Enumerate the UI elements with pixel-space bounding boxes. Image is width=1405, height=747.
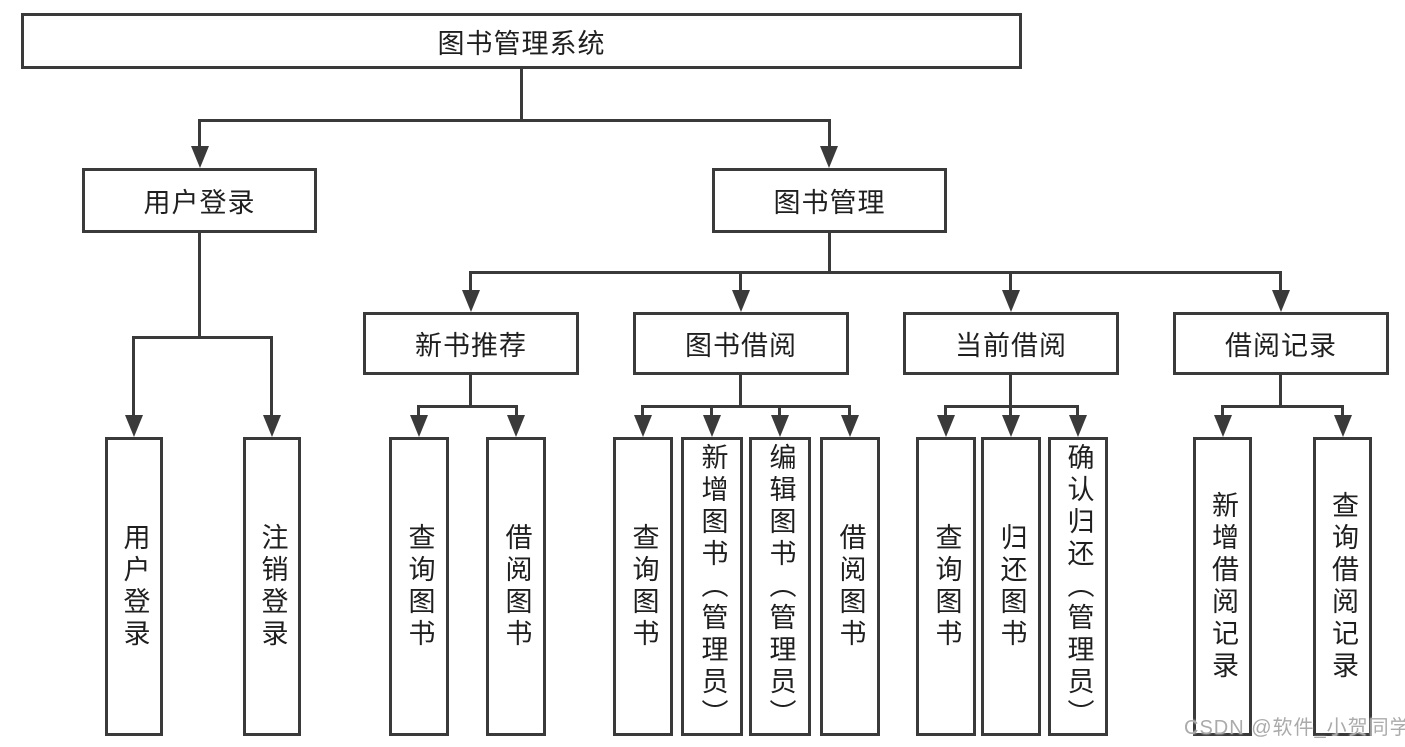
connector-line [1009, 375, 1012, 407]
leaf-label: 确认归还（管理员） [1063, 442, 1094, 731]
arrowhead-down-icon [634, 415, 652, 437]
connector-line [198, 119, 831, 122]
connector-line [417, 405, 518, 408]
arrowhead-down-icon [507, 415, 525, 437]
connector-line [515, 405, 518, 419]
connector-line [198, 119, 201, 149]
leaf-user-login: 用户登录 [105, 437, 163, 736]
connector-line [641, 405, 851, 408]
leaf-label: 用户登录 [119, 522, 150, 651]
connector-line [270, 336, 273, 418]
leaf-label: 新增图书（管理员） [697, 442, 728, 731]
leaf-borrow-books-recommend: 借阅图书 [486, 437, 546, 736]
node-new-book-recommend: 新书推荐 [363, 312, 579, 375]
arrowhead-down-icon [1334, 415, 1352, 437]
connector-line [469, 375, 472, 407]
arrowhead-down-icon [703, 415, 721, 437]
connector-line [1009, 271, 1012, 295]
connector-line [848, 405, 851, 419]
leaf-borrow-books-borrowing: 借阅图书 [820, 437, 880, 736]
arrowhead-down-icon [1214, 415, 1232, 437]
leaf-label: 查询借阅记录 [1328, 490, 1358, 683]
arrowhead-down-icon [410, 415, 428, 437]
leaf-query-borrow-record: 查询借阅记录 [1313, 437, 1372, 736]
connector-line [1076, 405, 1079, 419]
leaf-label: 注销登录 [257, 522, 288, 651]
arrowhead-down-icon [841, 415, 859, 437]
leaf-label: 查询图书 [628, 522, 659, 651]
arrowhead-down-icon [462, 290, 480, 312]
connector-line [198, 233, 201, 338]
leaf-edit-book-admin: 编辑图书（管理员） [749, 437, 811, 736]
connector-line [828, 119, 831, 149]
arrowhead-down-icon [263, 415, 281, 437]
leaf-label: 新增借阅记录 [1208, 490, 1238, 683]
arrowhead-down-icon [732, 290, 750, 312]
node-user-login: 用户登录 [82, 168, 317, 233]
leaf-label: 查询图书 [931, 522, 962, 651]
arrowhead-down-icon [820, 146, 838, 168]
connector-line [1341, 405, 1344, 419]
leaf-label: 归还图书 [996, 522, 1027, 651]
connector-line [132, 336, 135, 418]
connector-line [520, 68, 523, 121]
arrowhead-down-icon [1272, 290, 1290, 312]
connector-line [1009, 405, 1012, 419]
connector-line [944, 405, 947, 419]
connector-line [739, 375, 742, 407]
connector-line [469, 271, 1282, 274]
node-book-borrowing: 图书借阅 [633, 312, 849, 375]
node-book-management: 图书管理 [712, 168, 947, 233]
leaf-label: 借阅图书 [835, 522, 866, 651]
leaf-query-books-borrowing: 查询图书 [613, 437, 673, 736]
node-current-borrowing: 当前借阅 [903, 312, 1119, 375]
arrowhead-down-icon [1002, 415, 1020, 437]
leaf-query-books-recommend: 查询图书 [389, 437, 449, 736]
connector-line [132, 336, 273, 339]
connector-line [1279, 271, 1282, 295]
connector-line [417, 405, 420, 419]
leaf-query-books-current: 查询图书 [916, 437, 976, 736]
leaf-label: 查询图书 [404, 522, 435, 651]
leaf-label: 借阅图书 [501, 522, 532, 651]
connector-line [710, 405, 713, 419]
arrowhead-down-icon [125, 415, 143, 437]
connector-line [469, 271, 472, 295]
connector-line [1279, 375, 1282, 407]
arrowhead-down-icon [191, 146, 209, 168]
leaf-return-book: 归还图书 [981, 437, 1041, 736]
connector-line [641, 405, 644, 419]
leaf-confirm-return-admin: 确认归还（管理员） [1048, 437, 1108, 736]
leaf-logout: 注销登录 [243, 437, 301, 736]
node-library-system: 图书管理系统 [21, 13, 1022, 69]
connector-line [1221, 405, 1224, 419]
node-borrowing-records: 借阅记录 [1173, 312, 1389, 375]
leaf-add-book-admin: 新增图书（管理员） [681, 437, 743, 736]
arrowhead-down-icon [937, 415, 955, 437]
connector-line [828, 233, 831, 273]
connector-line [778, 405, 781, 419]
csdn-watermark: CSDN @软件_小贺同学 [1184, 717, 1405, 739]
connector-line [739, 271, 742, 295]
arrowhead-down-icon [771, 415, 789, 437]
leaf-add-borrow-record: 新增借阅记录 [1193, 437, 1252, 736]
leaf-label: 编辑图书（管理员） [765, 442, 796, 731]
arrowhead-down-icon [1069, 415, 1087, 437]
connector-line [1221, 405, 1344, 408]
arrowhead-down-icon [1002, 290, 1020, 312]
